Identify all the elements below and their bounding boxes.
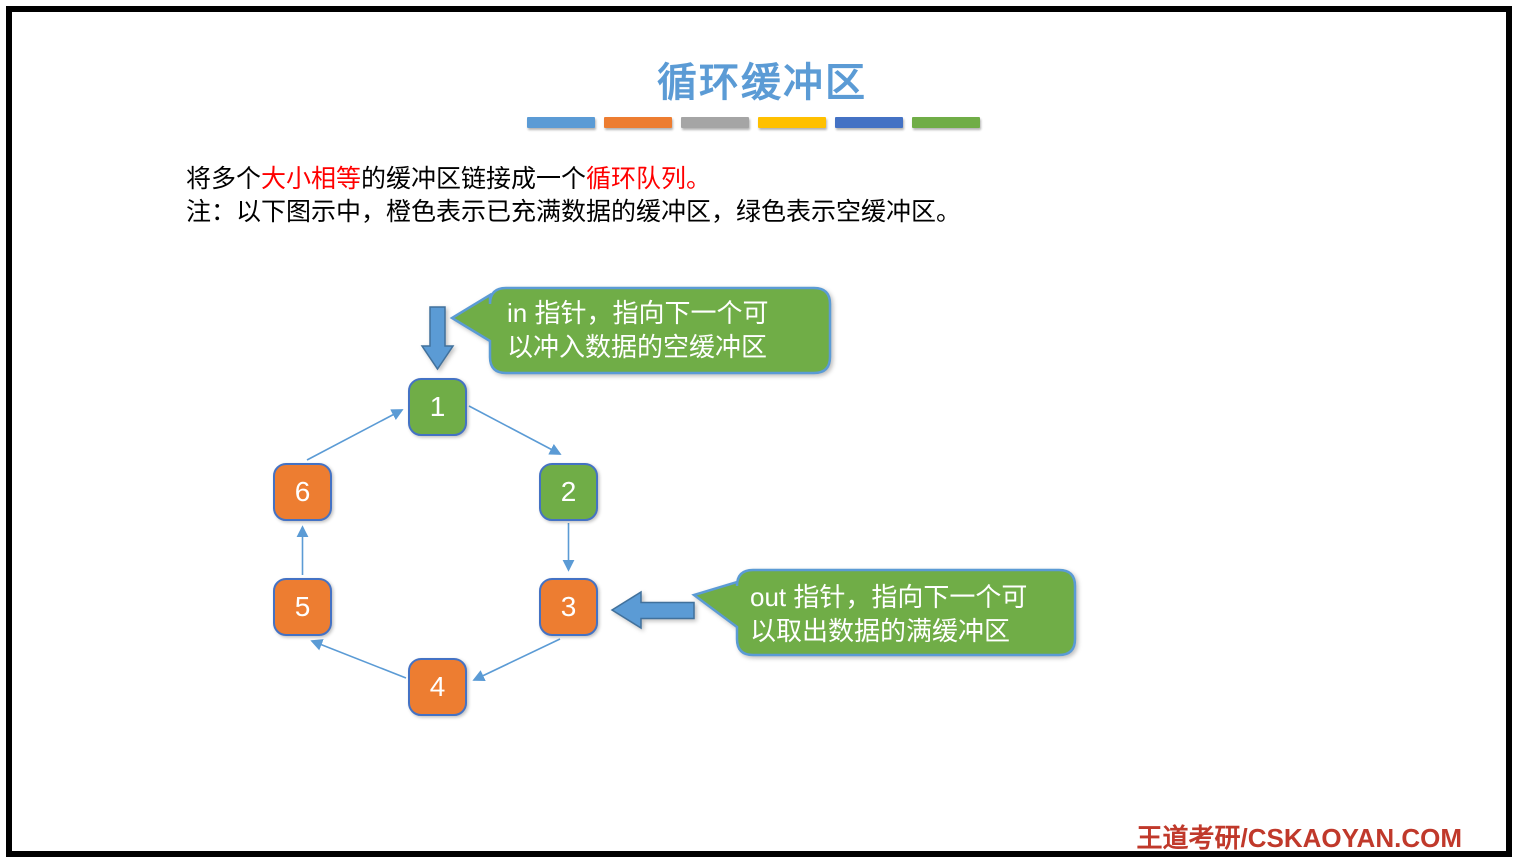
title-divider-bars: [527, 117, 980, 128]
buffer-box-2: 2: [539, 463, 598, 521]
out-callout-line-2: 以取出数据的满缓冲区: [750, 616, 1011, 646]
out-callout-bubble: [691, 568, 1077, 657]
footer-watermark: 王道考研/CSKAOYAN.COM: [1136, 823, 1462, 853]
divider-bar-gray: [681, 117, 749, 128]
in-callout-bubble: [449, 286, 832, 375]
out-callout-line-1: out 指针，指向下一个可: [750, 582, 1028, 612]
intro-note-line: 注：以下图示中，橙色表示已充满数据的缓冲区，绿色表示空缓冲区。: [186, 198, 962, 226]
buffer-box-1: 1: [408, 378, 467, 436]
in-callout-line-2: 以冲入数据的空缓冲区: [507, 332, 768, 362]
flow-arrow-4-to-5: [310, 639, 407, 679]
buffer-box-5: 5: [273, 578, 332, 636]
flow-arrow-1-to-2: [468, 405, 562, 455]
page-title: 循环缓冲区: [657, 61, 867, 105]
intro-segment-2-highlight: 大小相等: [261, 165, 362, 193]
in-callout-text: in 指针，指向下一个可 以冲入数据的空缓冲区: [507, 296, 768, 364]
flow-arrow-3-to-4: [472, 638, 561, 682]
in-callout-line-1: in 指针，指向下一个可: [507, 298, 769, 328]
intro-line-1: 将多个大小相等的缓冲区链接成一个循环队列。: [186, 163, 961, 196]
out-pointer-arrow: [610, 590, 695, 630]
buffer-box-3: 3: [539, 578, 598, 636]
divider-bar-green: [912, 117, 980, 128]
intro-segment-4-highlight: 循环队列。: [586, 165, 712, 193]
divider-bar-orange: [604, 117, 672, 128]
intro-segment-1: 将多个: [186, 165, 262, 193]
divider-bar-gold: [758, 117, 826, 128]
buffer-box-6: 6: [273, 463, 332, 521]
out-callout-text: out 指针，指向下一个可 以取出数据的满缓冲区: [750, 580, 1027, 648]
in-pointer-arrow: [420, 306, 455, 371]
divider-bar-darkblue: [835, 117, 903, 128]
flow-arrow-6-to-1: [306, 409, 404, 461]
buffer-box-4: 4: [408, 658, 467, 716]
divider-bar-blue: [527, 117, 595, 128]
intro-text-block: 将多个大小相等的缓冲区链接成一个循环队列。 注：以下图示中，橙色表示已充满数据的…: [186, 163, 961, 229]
intro-segment-3: 的缓冲区链接成一个: [361, 165, 587, 193]
